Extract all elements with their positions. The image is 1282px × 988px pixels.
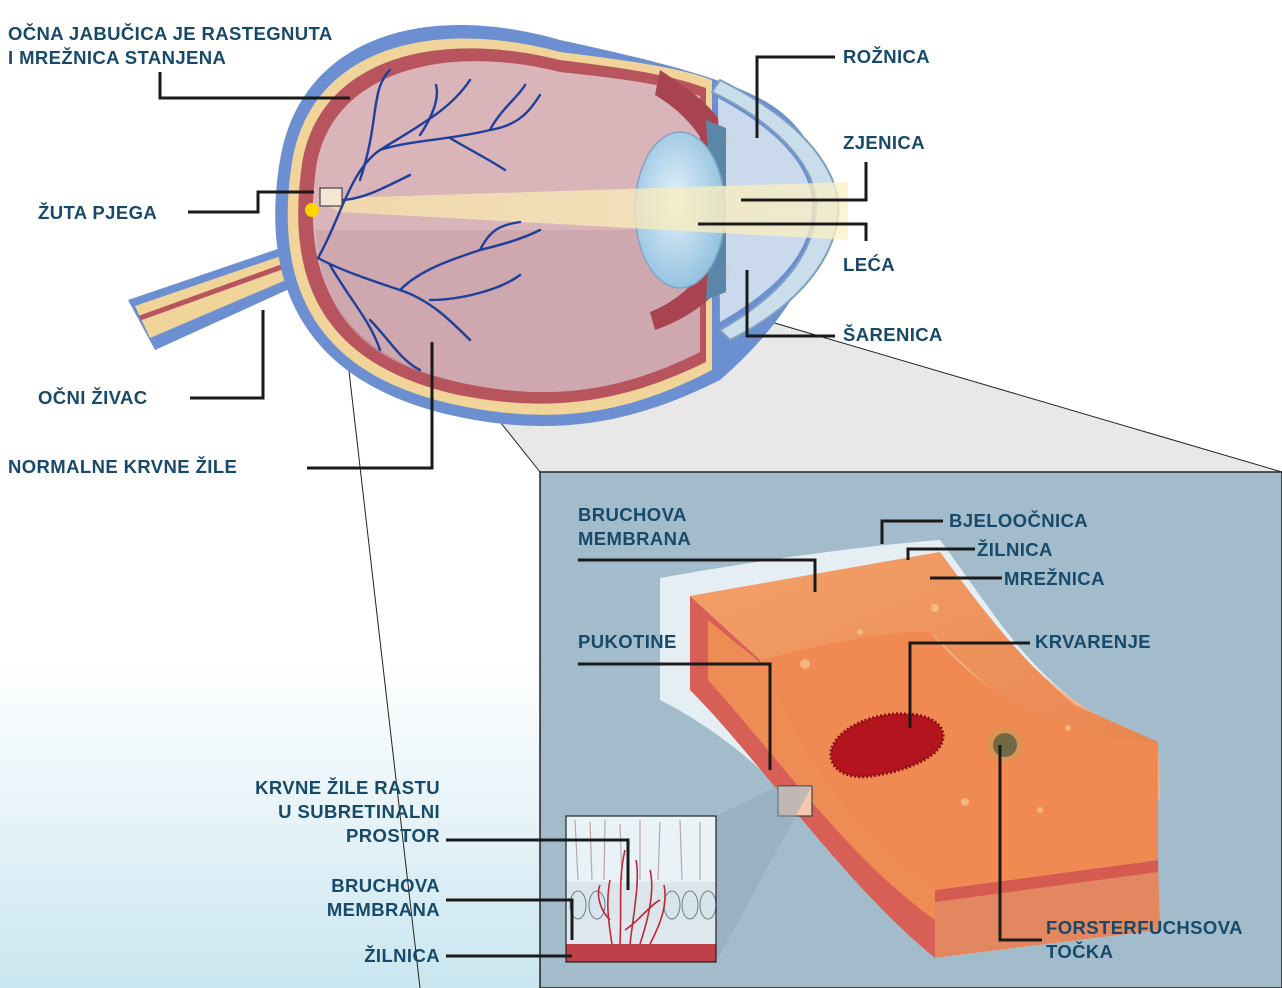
zoom-square	[320, 188, 342, 206]
label-iris: ŠARENICA	[843, 323, 943, 347]
label-retina: MREŽNICA	[1004, 567, 1105, 591]
label-optic-nerve: OČNI ŽIVAC	[38, 386, 148, 410]
label-line: BRUCHOVA	[578, 503, 691, 527]
label-line: FORSTERFUCHSOVA	[1046, 916, 1243, 940]
forster-fuchs-halo	[987, 727, 1023, 763]
label-line: MEMBRANA	[200, 898, 440, 922]
label-normal-vessels: NORMALNE KRVNE ŽILE	[8, 455, 237, 479]
label-bruch-membrane-top: BRUCHOVA MEMBRANA	[578, 503, 691, 551]
label-cornea: ROŽNICA	[843, 45, 930, 69]
label-sclera: BJELOOČNICA	[949, 509, 1088, 533]
label-bruch-membrane-bottom: BRUCHOVA MEMBRANA	[200, 874, 440, 922]
label-macula: ŽUTA PJEGA	[38, 201, 157, 225]
label-hemorrhage: KRVARENJE	[1035, 630, 1151, 654]
label-line: OČNA JABUČICA JE RASTEGNUTA	[8, 22, 333, 46]
label-pupil: ZJENICA	[843, 131, 925, 155]
label-line: U SUBRETINALNI	[200, 800, 440, 824]
label-stretched-eyeball: OČNA JABUČICA JE RASTEGNUTA I MREŽNICA S…	[8, 22, 333, 70]
label-line: PROSTOR	[200, 824, 440, 848]
label-forster-fuchs: FORSTERFUCHSOVA TOČKA	[1046, 916, 1243, 964]
macula-spot	[305, 203, 319, 217]
label-choroid-bottom: ŽILNICA	[200, 944, 440, 968]
inset-image	[566, 816, 716, 962]
label-line: MEMBRANA	[578, 527, 691, 551]
label-lens: LEĆA	[843, 253, 895, 277]
label-line: TOČKA	[1046, 940, 1243, 964]
label-line: I MREŽNICA STANJENA	[8, 46, 333, 70]
label-vessels-grow: KRVNE ŽILE RASTU U SUBRETINALNI PROSTOR	[200, 776, 440, 848]
label-line: KRVNE ŽILE RASTU	[200, 776, 440, 800]
label-line: BRUCHOVA	[200, 874, 440, 898]
label-cracks: PUKOTINE	[578, 630, 677, 654]
label-choroid-top: ŽILNICA	[977, 538, 1053, 562]
